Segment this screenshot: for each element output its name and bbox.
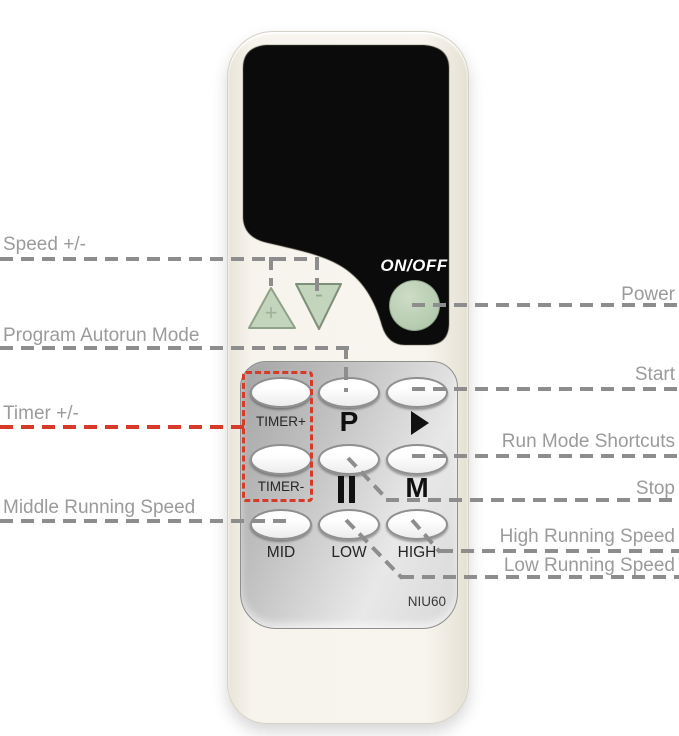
speed-annotation-line	[0, 257, 318, 261]
speed-up-button[interactable]: +	[248, 287, 296, 329]
mode-label: M	[405, 472, 429, 503]
mid-speed-annotation-label: Middle Running Speed	[3, 497, 196, 518]
program-label: P	[339, 406, 359, 437]
plus-icon: +	[265, 300, 278, 325]
run-mode-annotation-line	[412, 454, 679, 458]
stop-annotation-label: Stop	[635, 478, 675, 499]
timer-annotation-line	[0, 425, 244, 429]
high-speed-button[interactable]	[386, 509, 448, 540]
start-annotation-label: Start	[634, 364, 675, 385]
speed-annotation-label: Speed +/-	[3, 234, 86, 255]
high-speed-annotation-line	[440, 549, 679, 553]
minus-icon: -	[315, 281, 323, 308]
program-annotation-line	[0, 346, 349, 350]
timer-minus-label: TIMER-	[257, 479, 305, 494]
program-annotation-label: Program Autorun Mode	[3, 325, 200, 346]
mode-button[interactable]	[386, 444, 448, 475]
timer-minus-button[interactable]	[250, 444, 312, 475]
display-panel	[242, 44, 450, 346]
power-annotation-label: Power	[621, 284, 675, 305]
program-annotation-line	[344, 346, 348, 392]
low-speed-annotation-line	[401, 575, 679, 579]
model-label: NIU60	[407, 594, 446, 609]
timer-plus-label: TIMER+	[256, 414, 306, 429]
start-button[interactable]	[386, 377, 448, 408]
play-icon	[411, 411, 429, 435]
run-mode-annotation-label: Run Mode Shortcuts	[501, 431, 675, 452]
mid-speed-annotation-line	[0, 519, 287, 523]
power-annotation-line	[412, 303, 679, 307]
timer-annotation-label: Timer +/-	[3, 403, 79, 424]
speed-buttons: + -	[248, 281, 342, 330]
power-button-label: ON/OFF	[380, 256, 448, 275]
speed-annotation-line	[315, 257, 319, 296]
mid-speed-button[interactable]	[250, 509, 312, 540]
display-shape	[242, 44, 450, 346]
mid-label: MID	[266, 544, 296, 561]
high-label: HIGH	[397, 544, 437, 561]
low-speed-annotation-label: Low Running Speed	[503, 555, 675, 576]
stop-annotation-line	[386, 498, 679, 502]
low-label: LOW	[331, 544, 367, 561]
speed-annotation-line	[269, 257, 273, 286]
timer-highlight-box	[242, 371, 313, 502]
high-speed-annotation-label: High Running Speed	[499, 526, 675, 547]
pause-icon	[338, 476, 355, 503]
start-annotation-line	[412, 387, 679, 391]
program-button[interactable]	[318, 377, 380, 408]
